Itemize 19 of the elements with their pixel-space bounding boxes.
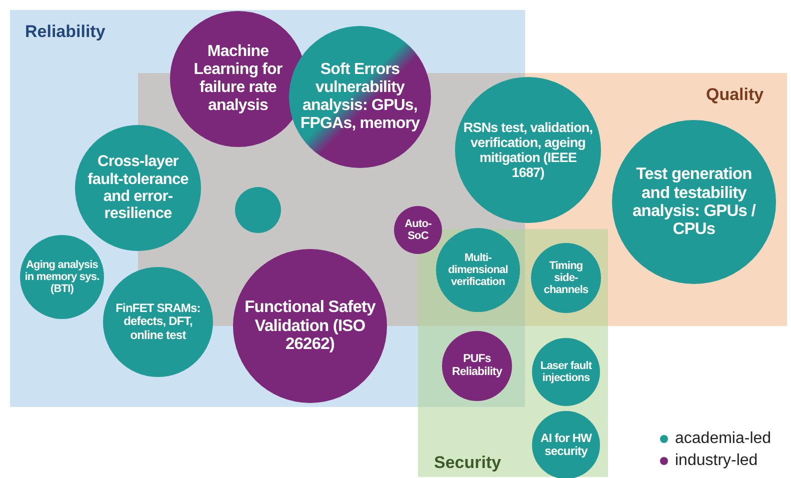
topic-label: FinFET SRAMs: defects, DFT, online test <box>114 302 202 342</box>
topic-label: PUFs Reliability <box>451 353 504 379</box>
topic-label: Cross-layer fault-tolerance and error-resilience <box>86 153 190 223</box>
topic-label: Multi-dimensional verification <box>447 252 509 288</box>
region-heading: Reliability <box>25 22 106 42</box>
topic-label: Machine Learning for failure rate analysis <box>192 43 284 115</box>
region-heading: Quality <box>706 85 764 105</box>
topic-label: AI for HW security <box>539 432 593 458</box>
topic-label: Aging analysis in memory sys. (BTI) <box>24 258 100 296</box>
topic-label: Soft Errors vulnerability analysis: GPUs, FPGAs, memory <box>299 61 421 133</box>
region-heading: Security <box>434 453 502 473</box>
legend-label: academia-led <box>675 430 772 448</box>
legend-label: industry-led <box>675 452 758 470</box>
topic-label: Timing side-channels <box>542 260 590 296</box>
topic-label: Functional Safety Validation (ISO 26262) <box>244 298 377 354</box>
topic-label: Laser fault injections <box>539 360 593 384</box>
topic-label: RSNs test, validation, verification, ageing mitigation (IEEE 1687) <box>462 120 594 180</box>
topic-label: Auto-SoC <box>404 218 432 242</box>
topic-label: Test generation and testability analysis: GPUs / CPUs <box>632 165 757 239</box>
